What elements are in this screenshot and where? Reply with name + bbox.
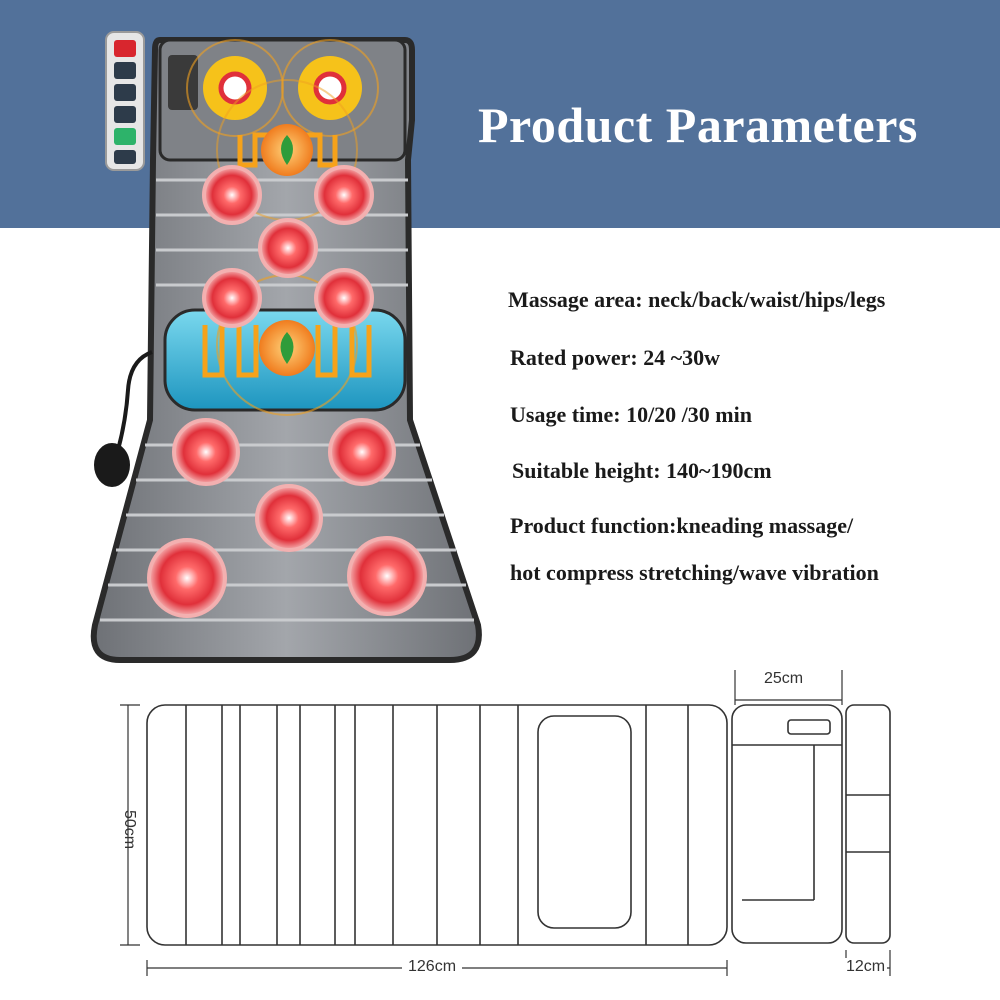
massage-mat-illustration: [90, 31, 482, 663]
vibration-node: [172, 418, 240, 486]
intensity-icon: [114, 150, 136, 164]
timer-icon: [114, 84, 136, 101]
heat-icon: [114, 106, 136, 123]
remote-controller: [105, 31, 145, 171]
param-usage-time: Usage time: 10/20 /30 min: [510, 402, 752, 427]
vibration-node: [314, 165, 374, 225]
pillow-width-label: 25cm: [764, 670, 804, 687]
mode-icon: [114, 62, 136, 79]
mat-width-label: 50cm: [121, 810, 138, 850]
param-massage-area: Massage area: neck/back/waist/hips/legs: [508, 287, 886, 312]
pillow-thickness-label: 12cm: [844, 958, 888, 976]
lumbar-outline: [537, 715, 632, 929]
vibration-icon: [114, 128, 136, 145]
pillow-side-view: [845, 704, 891, 944]
kneading-head-left: [186, 39, 284, 137]
vibration-nodes: [147, 165, 427, 618]
kneading-head-right: [281, 39, 379, 137]
param-suitable-height: Suitable height: 140~190cm: [512, 458, 772, 483]
mat-length-label: 126cm: [402, 958, 463, 976]
vibration-node: [255, 484, 323, 552]
param-product-function-cont: hot compress stretching/wave vibration: [510, 560, 879, 585]
vibration-node: [147, 538, 227, 618]
dimension-diagram: [120, 670, 891, 976]
vibration-node: [258, 218, 318, 278]
param-product-function: Product function:kneading massage/: [510, 513, 854, 538]
param-rated-power: Rated power: 24 ~30w: [510, 345, 721, 370]
power-icon: [114, 40, 136, 57]
vibration-node: [314, 268, 374, 328]
vibration-node: [202, 268, 262, 328]
vibration-node: [347, 536, 427, 616]
page-title: Product Parameters: [478, 97, 918, 153]
vibration-node: [328, 418, 396, 486]
air-tube: [116, 350, 153, 451]
air-pump-bulb: [94, 443, 130, 487]
vibration-node: [202, 165, 262, 225]
pillow-top-view: [731, 704, 843, 944]
